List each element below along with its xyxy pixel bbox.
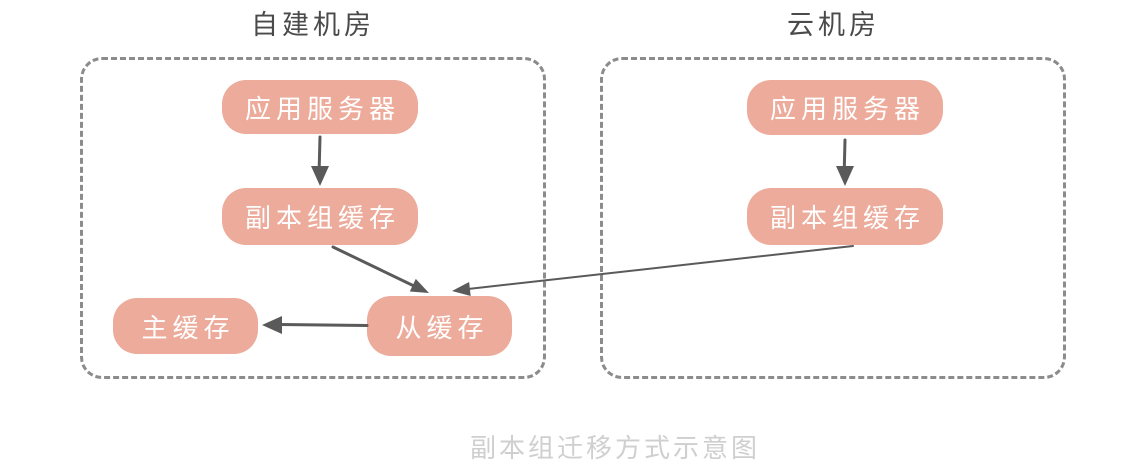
group-title-cloud: 云机房 — [787, 10, 880, 41]
datacenter-group-cloud — [600, 57, 1066, 379]
datacenter-group-self-built — [80, 57, 546, 379]
group-title-self-built: 自建机房 — [251, 10, 375, 41]
node-left-master-cache: 主缓存 — [113, 298, 258, 354]
node-left-app-server: 应用服务器 — [222, 80, 418, 134]
node-left-replica-cache: 副本组缓存 — [222, 188, 418, 245]
node-cloud-replica-cache: 副本组缓存 — [747, 188, 943, 245]
node-cloud-app-server: 应用服务器 — [747, 80, 943, 135]
diagram-caption: 副本组迁移方式示意图 — [469, 434, 760, 464]
node-left-slave-cache: 从缓存 — [367, 296, 512, 356]
